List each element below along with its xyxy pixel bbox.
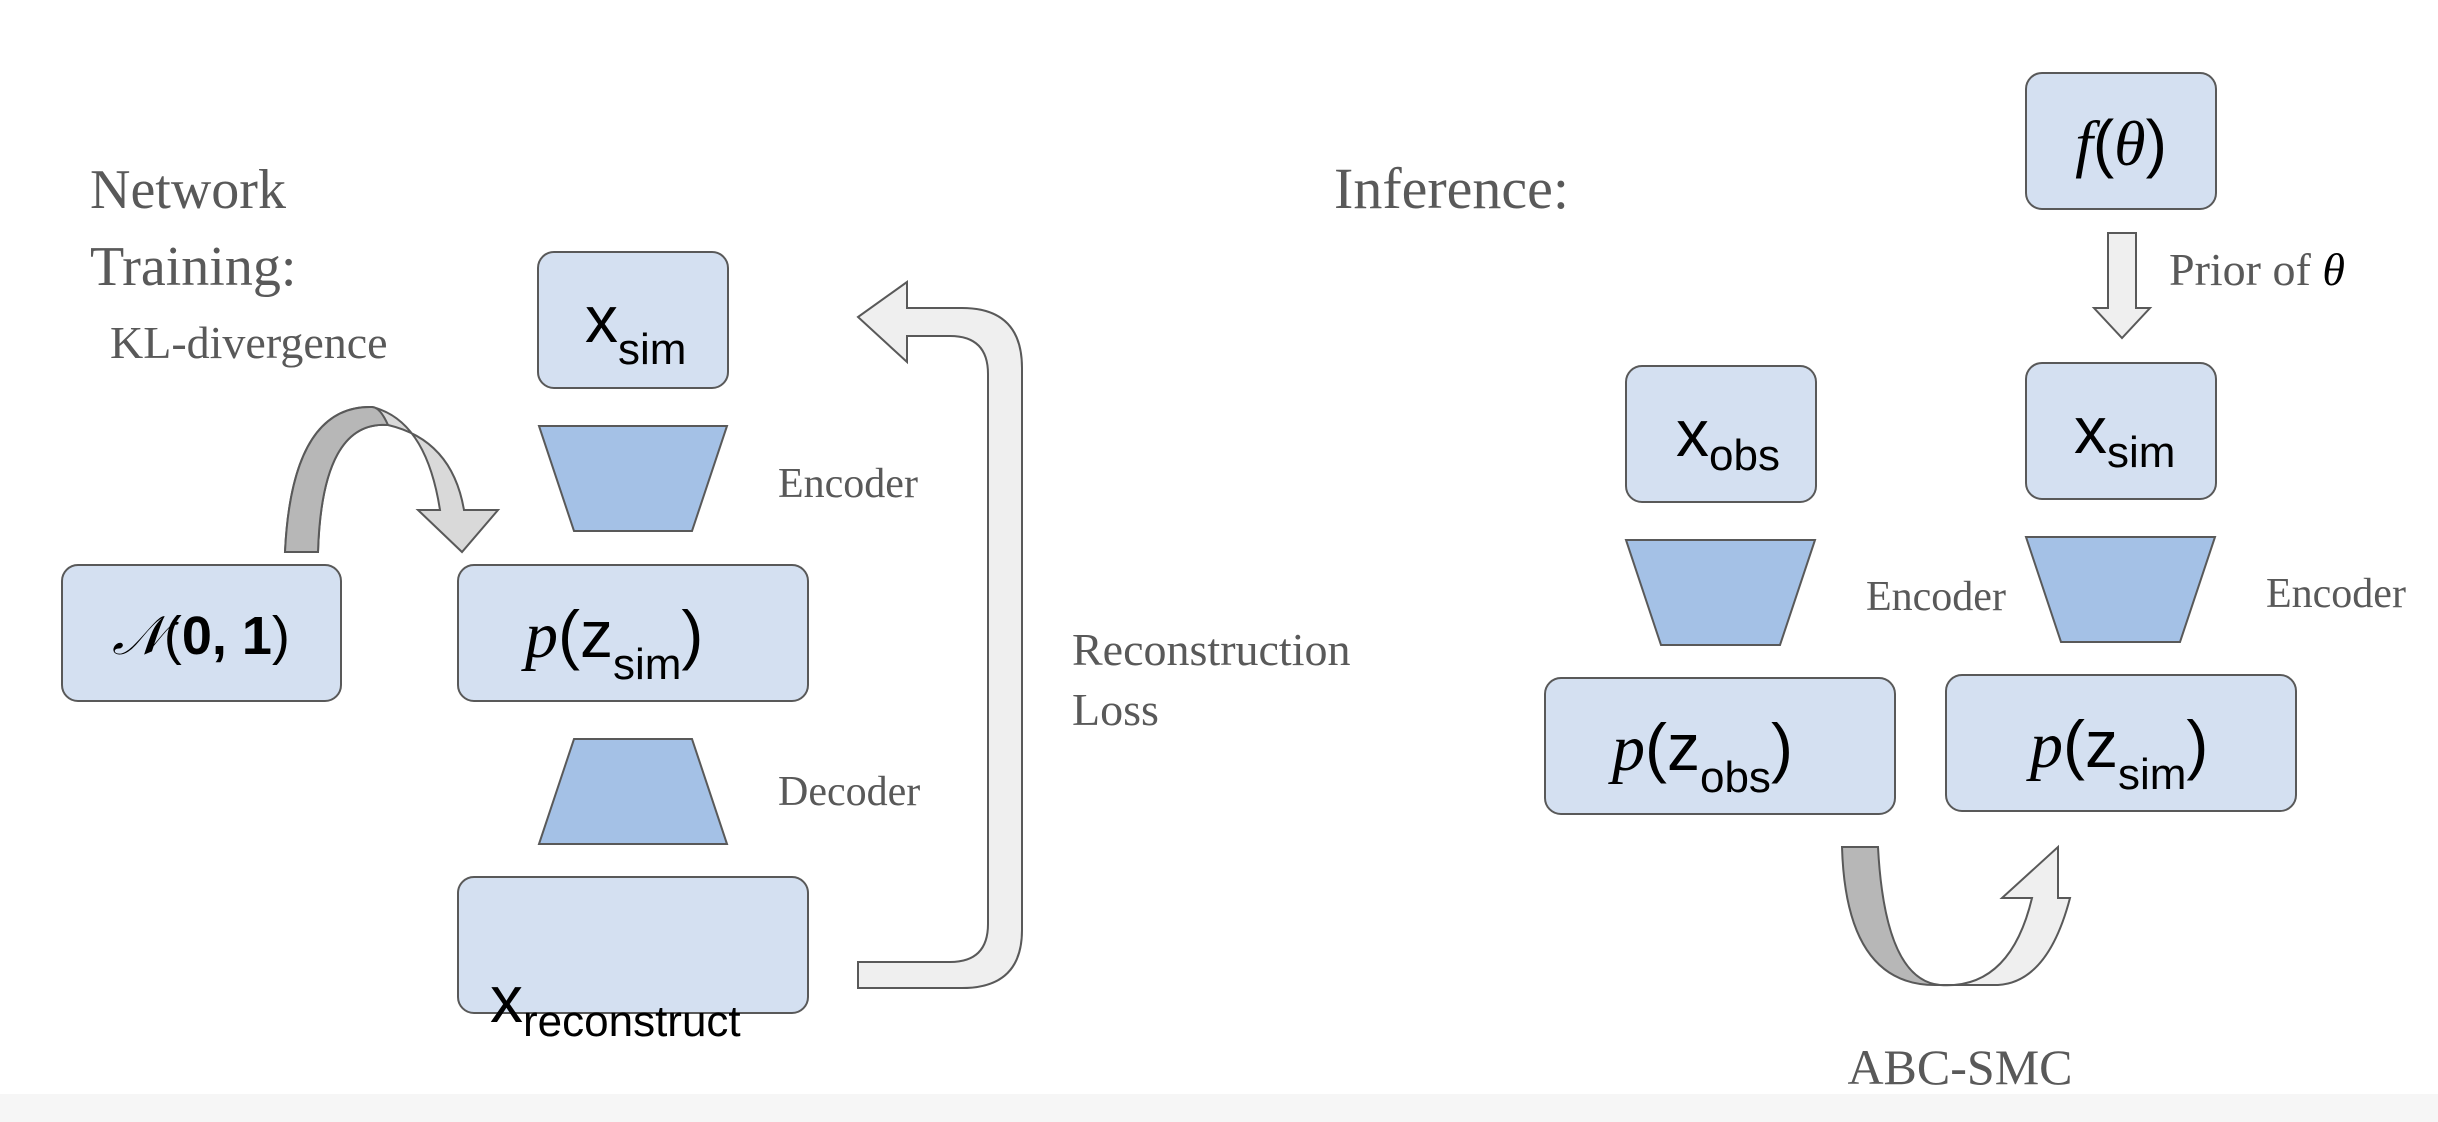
decoder-trapezoid [537,738,729,845]
x-sim-box-inference [2025,362,2217,500]
x-sim-label-inference: xsim [2074,393,2175,477]
reconstruction-loss-arrow [856,280,1023,989]
abc-smc-label: ABC-SMC [1847,1039,2072,1095]
encoder-label-obs: Encoder [1866,574,2006,620]
abc-smc-arrow-light [1939,844,2072,987]
prior-function-box [2025,72,2217,210]
reconstruction-loss-line1: Reconstruction [1072,624,1351,675]
latent-obs-box [1544,677,1896,815]
kl-divergence-label: KL-divergence [110,317,388,368]
latent-sim-box-inference [1945,674,2297,812]
prior-down-arrow [2091,232,2153,340]
prior-normal-box [61,564,342,702]
training-panel: Network Training: KL-divergence 𝒩(0, 1) … [61,159,1351,1046]
encoder-trapezoid-training [537,425,729,532]
x-obs-label: xobs [1676,396,1780,480]
training-title-line1: Network [90,159,286,221]
x-sim-label-training: xsim [585,282,686,374]
prior-function-label: f(θ) [2075,107,2167,179]
x-obs-box [1625,365,1817,503]
x-reconstruct-box [457,876,809,1014]
latent-sim-label-inference: p(zsim) [2026,707,2208,799]
x-sim-box-training [537,251,729,389]
latent-obs-label: p(zobs) [1608,710,1793,802]
abc-smc-arrow-dark [1840,846,1941,986]
kl-arrow-dark-part [283,405,390,553]
inference-panel: Inference: f(θ) Prior of θ xobs xsim Enc… [1334,72,2406,1095]
reconstruction-loss-line2: Loss [1072,684,1159,735]
x-reconstruct-label: xreconstruct [490,962,741,1046]
decoder-label: Decoder [778,769,920,815]
encoder-trapezoid-obs [1624,539,1817,646]
encoder-label-training: Encoder [778,461,918,507]
training-title-line2: Training: [90,236,296,298]
bottom-strip [0,1094,2438,1122]
latent-label-training: p(zsim) [521,597,703,689]
inference-title: Inference: [1334,156,1569,221]
prior-normal-label: 𝒩(0, 1) [112,606,290,666]
latent-box-training [457,564,809,702]
encoder-trapezoid-sim [2024,536,2217,643]
encoder-label-sim: Encoder [2266,571,2406,617]
prior-of-theta-label: Prior of θ [2169,244,2345,295]
